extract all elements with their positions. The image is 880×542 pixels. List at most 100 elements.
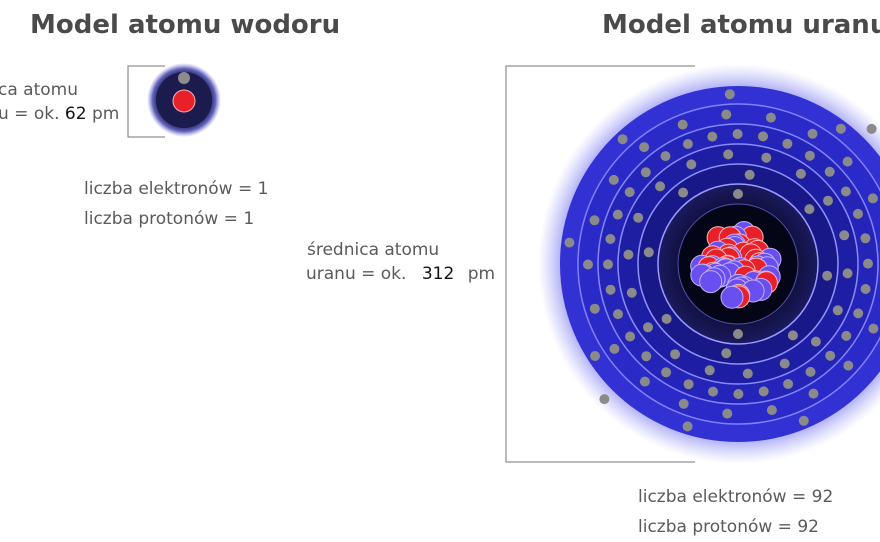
hydrogen-protons-count: liczba protonów = 1 [84,209,255,229]
uranium-electron [605,284,616,295]
uranium-electron [723,149,734,160]
uranium-electron [742,368,753,379]
uranium-electron [733,389,744,399]
uranium-diameter-label: średnica atomu uranu = ok. 312 pm [306,238,495,286]
hydrogen-diameter-line2: u = ok. 62 pm [0,102,119,126]
uranium-electron [721,348,732,359]
uranium-nucleus [690,221,782,309]
uranium-electron [783,379,794,389]
uranium-neutron [699,270,723,294]
uranium-electron [804,204,815,215]
uranium-electron [639,376,650,387]
uranium-electron [590,351,600,361]
uranium-electron [824,166,835,177]
uranium-stats: liczba elektronów = 92 liczba protonów =… [638,482,833,542]
uranium-diameter-bracket [505,65,695,463]
uranium-electrons-count: liczba elektronów = 92 [638,487,834,507]
uranium-neutron [720,285,744,309]
uranium-electron [722,408,733,419]
uranium-electron [583,259,593,270]
uranium-electron [823,195,833,206]
uranium-electron [758,131,768,142]
uranium-electron [564,237,575,248]
uranium-electron [724,89,735,100]
uranium-electron [608,174,619,185]
uranium-electron [670,349,681,360]
uranium-electron [787,330,798,341]
uranium-electron [640,167,651,178]
uranium-electron [808,388,819,399]
uranium-electron [599,394,610,405]
uranium-electron [840,186,851,197]
uranium-electron [842,268,853,279]
uranium-title: Model atomu uranu [602,10,880,40]
uranium-electron [744,169,755,180]
uranium-electron [860,284,871,294]
uranium-electron [677,119,688,130]
uranium-electron [805,366,816,377]
uranium-electron [810,336,821,347]
hydrogen-diameter-unit: pm [91,104,120,124]
uranium-electron [866,123,877,134]
uranium-electron [624,187,635,198]
hydrogen-diameter-bracket [127,65,165,138]
uranium-protons-count: liczba protonów = 92 [638,517,819,537]
uranium-electron [623,249,634,260]
uranium-electron [678,398,689,409]
uranium-electron [807,128,818,139]
uranium-electron [643,322,653,333]
uranium-electron [732,129,743,139]
uranium-electron [835,123,846,134]
uranium-electron [589,303,600,314]
uranium-electrons [564,89,879,432]
uranium-electron [633,212,644,223]
uranium-diameter-line1: średnica atomu [307,240,440,260]
hydrogen-diameter-prefix: u = ok. [0,104,60,124]
uranium-electron [860,233,871,244]
uranium-electron [761,152,772,163]
uranium-electron [842,156,853,167]
uranium-electron [589,215,600,226]
uranium-electron [625,331,636,342]
uranium-electron [867,193,878,204]
uranium-electron [612,209,623,220]
hydrogen-proton [172,89,196,113]
uranium-electron [639,142,650,153]
uranium-electron [804,150,815,161]
uranium-diameter-line2: uranu = ok. 312 pm [306,262,495,286]
uranium-electron [758,386,769,397]
uranium-electron [643,247,654,258]
uranium-electron [822,270,833,281]
uranium-electron [609,343,620,354]
uranium-electron [853,308,864,319]
uranium-electron [683,379,694,390]
uranium-electron [626,287,637,298]
uranium-electron [782,138,793,149]
uranium-diameter-value: 312 [421,264,455,284]
uranium-electron [798,415,809,426]
uranium-electron [825,350,836,361]
uranium-electron [863,258,873,269]
uranium-electron [678,187,689,198]
uranium-electron [682,421,693,432]
uranium-electron [660,151,671,162]
uranium-electron [832,305,843,316]
hydrogen-diameter-line1: ca atomu [0,80,78,100]
uranium-electron [641,351,652,362]
uranium-electron [661,313,672,324]
uranium-electron [613,309,623,320]
hydrogen-diameter-value: 62 [64,104,87,124]
uranium-electron [682,139,693,149]
uranium-electron [733,189,743,199]
uranium-electron [686,159,697,170]
hydrogen-title: Model atomu wodoru [30,10,341,40]
hydrogen-electrons-count: liczba elektronów = 1 [84,179,269,199]
uranium-electron [868,323,879,334]
uranium-electron [839,230,850,241]
uranium-electron [766,405,777,416]
hydrogen-diameter-label: ca atomu u = ok. 62 pm [0,78,119,126]
uranium-diameter-unit: pm [467,264,496,284]
uranium-electron [779,358,790,369]
uranium-electron [603,259,613,270]
